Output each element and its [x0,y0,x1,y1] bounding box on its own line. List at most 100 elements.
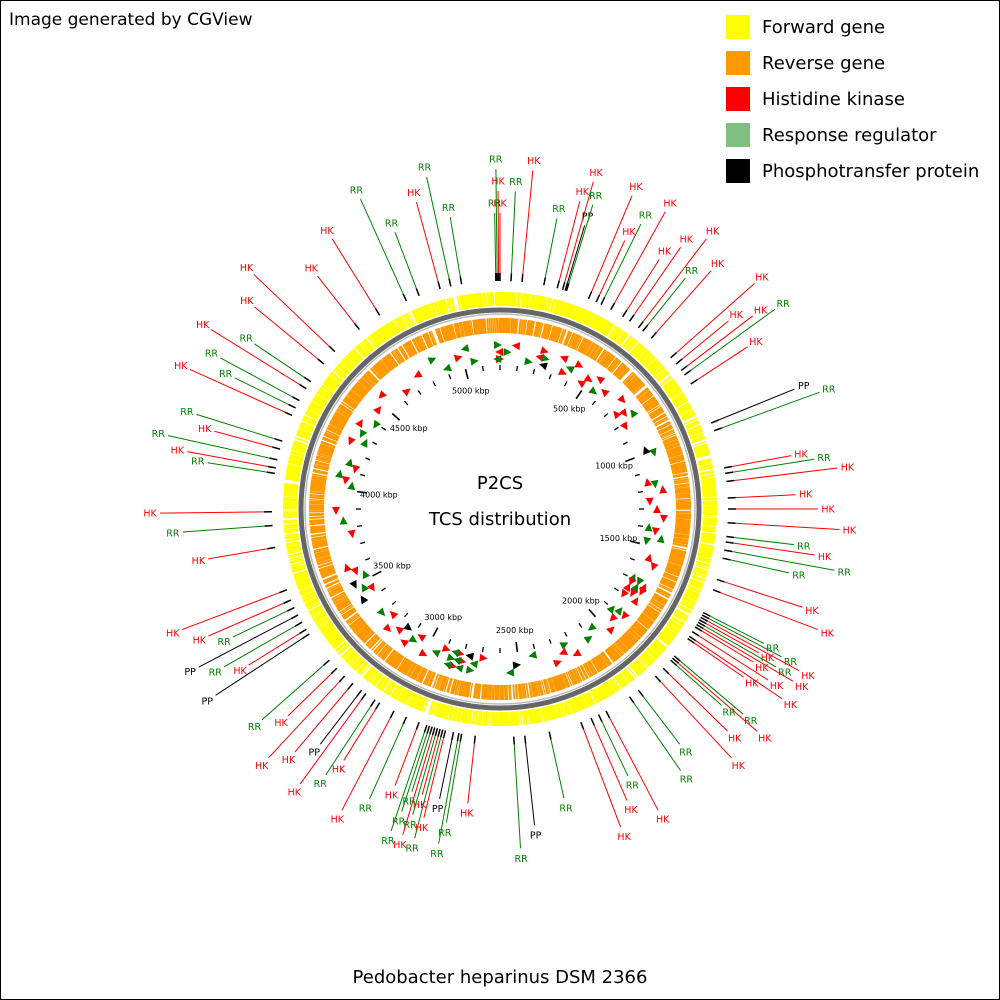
forward-gene-mark [373,674,384,687]
reverse-gene-mark [325,429,340,438]
forward-gene-mark [547,298,553,312]
feature-mark [415,288,420,297]
feature-label: HK [255,761,269,772]
forward-gene-mark [454,707,459,722]
feature-label: PP [184,667,196,678]
forward-gene-mark [383,680,393,693]
forward-gene-mark [399,689,408,703]
feature-mark [556,280,560,289]
forward-gene-mark [540,707,545,722]
feature-label: RR [442,203,456,214]
major-tick [432,627,439,637]
forward-gene-mark [460,708,465,723]
forward-gene-mark [593,688,602,702]
forward-gene-mark [664,382,677,392]
reverse-gene-mark [309,490,325,494]
reverse-gene-mark [625,631,637,644]
reverse-gene-mark [311,535,327,540]
forward-gene-mark [586,312,594,326]
forward-gene-mark [318,620,332,630]
forward-gene-mark [565,303,572,318]
feature-glyph [539,362,548,371]
feature-glyph [609,613,619,622]
feature-glyph [540,346,549,355]
feature-callout-line [426,176,450,279]
reverse-gene-mark [575,336,584,351]
feature-callout-line [724,581,803,608]
reverse-gene-mark [313,465,329,471]
legend-label-reverse: Reverse gene [762,52,886,74]
forward-gene-mark [687,424,701,432]
feature-mark [267,465,276,469]
reverse-gene-mark [314,463,329,469]
reverse-gene-mark [667,561,683,568]
reverse-gene-mark [324,579,340,587]
legend-item-rr: Response regulator [726,117,979,153]
tick-label: 500 kbp [553,405,586,414]
forward-gene-mark [439,703,445,718]
forward-gene-mark [684,593,698,601]
feature-glyph [359,428,368,438]
minor-tick [622,573,628,577]
forward-gene-mark [635,347,647,360]
minor-tick [404,400,409,406]
minor-tick [603,413,609,418]
forward-gene-mark [675,609,689,618]
feature-label: HK [663,199,677,210]
reverse-gene-mark [600,652,611,666]
reverse-gene-mark [670,463,686,468]
forward-gene-mark [319,387,333,397]
reverse-gene-mark [525,320,530,336]
feature-label: HK [288,788,302,799]
minor-tick [614,426,619,431]
forward-gene-mark [619,333,629,346]
reverse-gene-mark [488,684,491,700]
forward-gene-mark [597,318,606,332]
forward-gene-mark [298,584,313,592]
forward-gene-mark [699,471,714,476]
feature-callout-line [609,717,659,811]
feature-glyph [559,642,569,650]
forward-gene-mark [625,338,636,351]
reverse-gene-mark [312,473,328,478]
forward-gene-mark [615,675,625,688]
feature-mark [338,675,346,683]
reverse-gene-mark [652,413,667,423]
feature-label: HK [749,337,763,348]
forward-gene-mark [549,298,555,313]
forward-gene-mark [485,711,488,726]
forward-gene-mark [657,636,670,647]
forward-gene-mark [633,345,644,357]
feature-mark [389,710,395,719]
forward-gene-mark [317,390,330,400]
feature-mark [725,471,734,475]
reverse-gene-mark [659,581,674,590]
feature-callout-line [319,696,358,745]
feature-mark [302,633,310,639]
reverse-gene-mark [610,360,622,374]
forward-gene-mark [673,612,687,622]
forward-gene-mark [289,453,304,459]
minor-tick [532,643,536,649]
feature-mark [600,297,606,305]
forward-gene-mark [299,586,313,593]
forward-gene-mark [524,710,528,725]
reverse-gene-mark [520,319,524,335]
reverse-gene-mark [316,556,331,562]
feature-glyph [619,408,628,417]
minor-tick [381,587,386,592]
reverse-gene-mark [672,542,688,547]
forward-gene-mark [412,694,420,709]
forward-gene-mark [392,685,401,699]
reverse-gene-mark [352,387,365,398]
forward-gene-mark [700,475,715,479]
feature-callout-line [721,391,820,429]
forward-gene-mark [477,710,481,726]
reverse-gene-mark [639,615,652,626]
legend-swatch-rr [726,123,750,147]
reverse-gene-mark [673,479,689,483]
feature-mark [437,728,441,737]
forward-gene-mark [693,567,708,574]
minor-tick [548,374,552,380]
feature-mark [286,606,295,612]
